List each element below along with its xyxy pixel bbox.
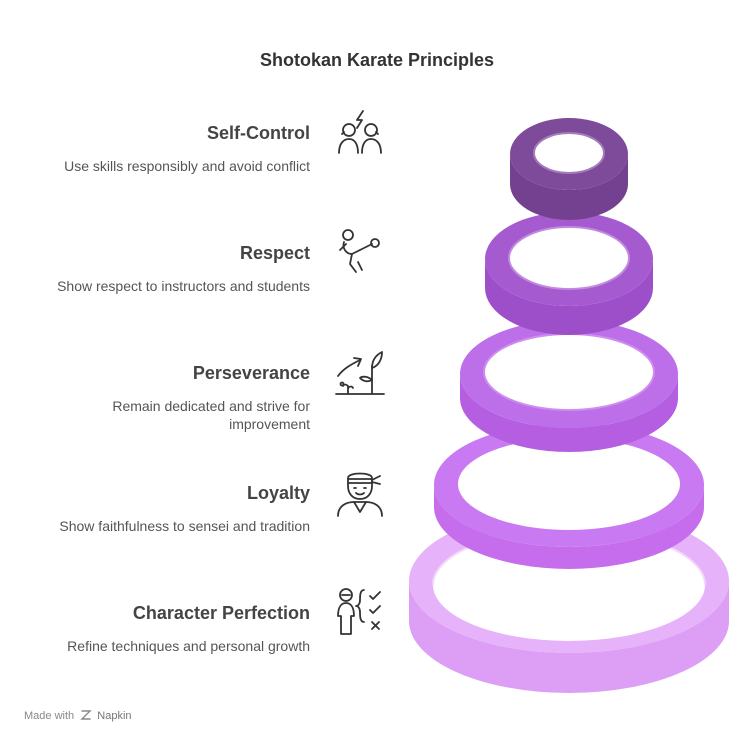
karate-kick-icon <box>334 226 386 278</box>
level-description: Show faithfulness to sensei and traditio… <box>59 518 310 534</box>
level-description: Remain dedicated and strive for improvem… <box>112 398 310 432</box>
diagram-title: Shotokan Karate Principles <box>259 50 495 70</box>
level-character-perfection: Character Perfection Refine techniques a… <box>10 602 310 655</box>
person-checklist-icon <box>334 586 386 638</box>
made-with-text: Made with <box>24 710 75 722</box>
level-title: Loyalty <box>246 483 310 503</box>
level-description: Show respect to instructors and students <box>57 278 310 294</box>
napkin-brand-text: Napkin <box>97 710 132 722</box>
level-respect: Respect Show respect to instructors and … <box>10 242 310 295</box>
level-title: Self-Control <box>207 123 310 143</box>
ring-self-control <box>510 118 628 220</box>
level-self-control: Self-Control Use skills responsibly and … <box>10 122 310 175</box>
level-description: Use skills responsibly and avoid conflic… <box>64 158 310 174</box>
ring-perseverance <box>460 320 678 452</box>
ring-respect <box>485 212 653 335</box>
level-perseverance: Perseverance Remain dedicated and strive… <box>10 362 310 433</box>
ring-loyalty <box>434 423 704 569</box>
level-description: Refine techniques and personal growth <box>67 638 310 654</box>
headband-student-icon <box>334 466 386 518</box>
growing-plant-icon <box>334 346 386 398</box>
made-with-napkin-footer[interactable]: Made with Napkin <box>24 709 132 722</box>
level-title: Character Perfection <box>132 603 310 623</box>
arguing-people-lightning-icon <box>334 108 386 160</box>
level-loyalty: Loyalty Show faithfulness to sensei and … <box>10 482 310 535</box>
level-title: Respect <box>239 243 310 263</box>
level-title: Perseverance <box>192 363 310 383</box>
napkin-logo-icon <box>80 710 92 720</box>
